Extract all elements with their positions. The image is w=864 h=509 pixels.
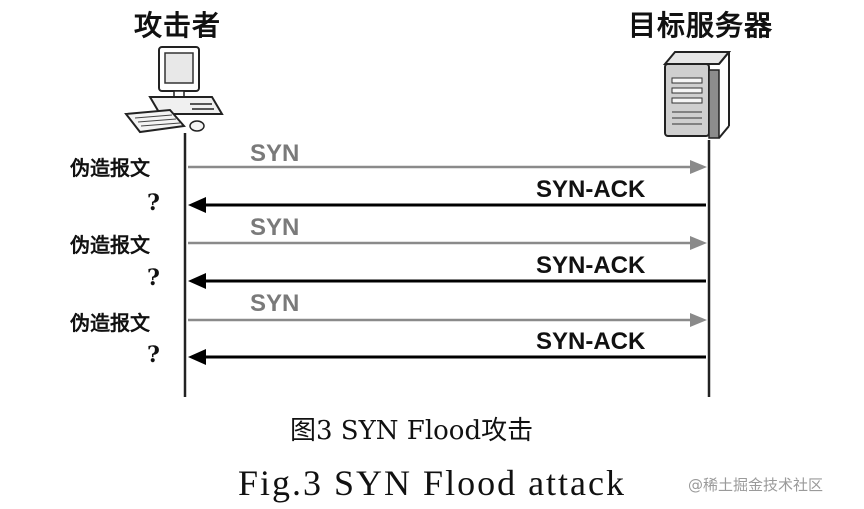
caption-chinese: 图3 SYN Flood攻击: [290, 416, 534, 446]
syn-ack-arrow: [188, 349, 706, 365]
syn-label: SYN: [250, 140, 300, 167]
syn-ack-label: SYN-ACK: [536, 328, 646, 355]
syn-arrow: [188, 160, 707, 174]
syn-ack-label: SYN-ACK: [536, 176, 646, 203]
unknown-reply-label: ?: [147, 190, 160, 216]
syn-ack-label: SYN-ACK: [536, 252, 646, 279]
server-title: 目标服务器: [628, 9, 774, 42]
syn-arrow: [188, 313, 707, 327]
syn-ack-arrow: [188, 197, 706, 213]
attacker-title: 攻击者: [134, 9, 222, 42]
syn-arrow: [188, 236, 707, 250]
forged-packet-label: 伪造报文: [70, 156, 150, 180]
caption-english: Fig.3 SYN Flood attack: [238, 463, 627, 503]
unknown-reply-label: ?: [147, 265, 160, 291]
syn-label: SYN: [250, 214, 300, 241]
unknown-reply-label: ?: [147, 342, 160, 368]
forged-packet-label: 伪造报文: [70, 233, 150, 257]
forged-packet-label: 伪造报文: [70, 311, 150, 335]
syn-label: SYN: [250, 290, 300, 317]
desktop-computer-icon: [124, 46, 224, 134]
syn-ack-arrow: [188, 273, 706, 289]
site-watermark: @稀土掘金技术社区: [688, 476, 824, 494]
tower-server-icon: [662, 51, 732, 139]
